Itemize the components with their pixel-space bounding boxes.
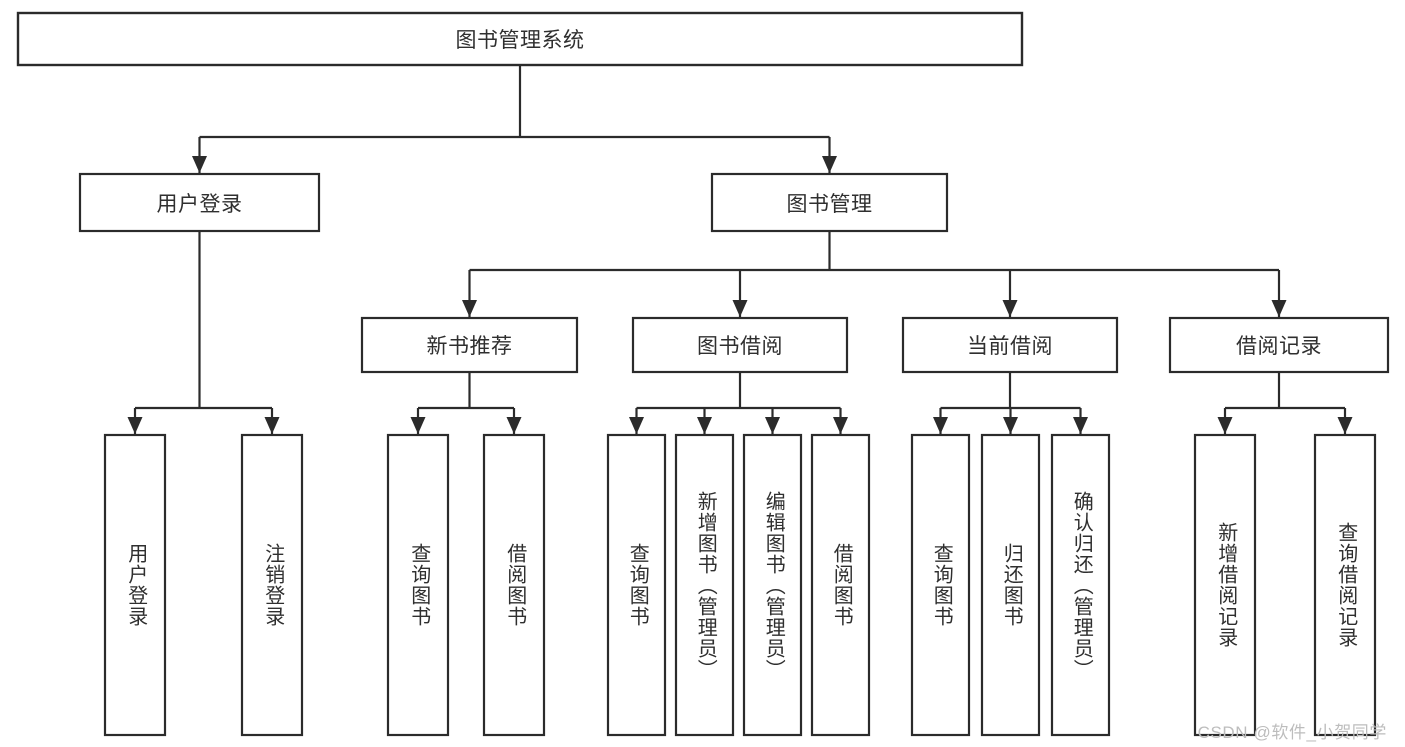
arrow-head-icon	[732, 300, 748, 317]
node-box-leaf-borrow-book-2	[810, 433, 871, 737]
node-box-leaf-query-record	[1313, 433, 1377, 737]
node-box-leaf-query-book-2	[606, 433, 667, 737]
node-box-book-borrow	[631, 316, 849, 374]
arrow-head-icon	[410, 417, 426, 434]
node-box-leaf-add-book	[674, 433, 735, 737]
node-box-leaf-user-login	[103, 433, 167, 737]
node-box-user-login	[78, 172, 321, 233]
arrow-head-icon	[1337, 417, 1353, 434]
node-box-leaf-logout	[240, 433, 304, 737]
arrow-head-icon	[833, 417, 848, 434]
node-box-book-manage	[710, 172, 949, 233]
arrow-head-icon	[506, 417, 522, 434]
arrow-head-icon	[462, 300, 477, 317]
edges-layer	[127, 65, 1353, 434]
node-box-leaf-confirm-return	[1050, 433, 1111, 737]
arrow-head-icon	[1003, 417, 1018, 434]
arrow-head-icon	[1271, 300, 1287, 317]
node-box-root	[16, 11, 1024, 67]
node-box-leaf-query-book-1	[386, 433, 450, 737]
node-box-leaf-query-book-3	[910, 433, 971, 737]
node-box-new-book-rec	[360, 316, 579, 374]
arrow-head-icon	[264, 417, 280, 434]
arrow-head-icon	[1073, 417, 1088, 434]
node-box-current-borrow	[901, 316, 1119, 374]
arrow-head-icon	[1217, 417, 1233, 434]
arrow-head-icon	[765, 417, 780, 434]
node-box-leaf-borrow-book-1	[482, 433, 546, 737]
arrow-head-icon	[697, 417, 712, 434]
arrow-head-icon	[127, 417, 143, 434]
arrow-head-icon	[933, 417, 948, 434]
boxes-layer	[16, 11, 1390, 737]
arrow-head-icon	[822, 156, 837, 173]
arrow-head-icon	[629, 417, 644, 434]
arrow-head-icon	[192, 156, 207, 173]
node-box-leaf-edit-book	[742, 433, 803, 737]
node-box-leaf-add-record	[1193, 433, 1257, 737]
arrow-head-icon	[1002, 300, 1018, 317]
node-box-borrow-record	[1168, 316, 1390, 374]
node-box-leaf-return-book	[980, 433, 1041, 737]
